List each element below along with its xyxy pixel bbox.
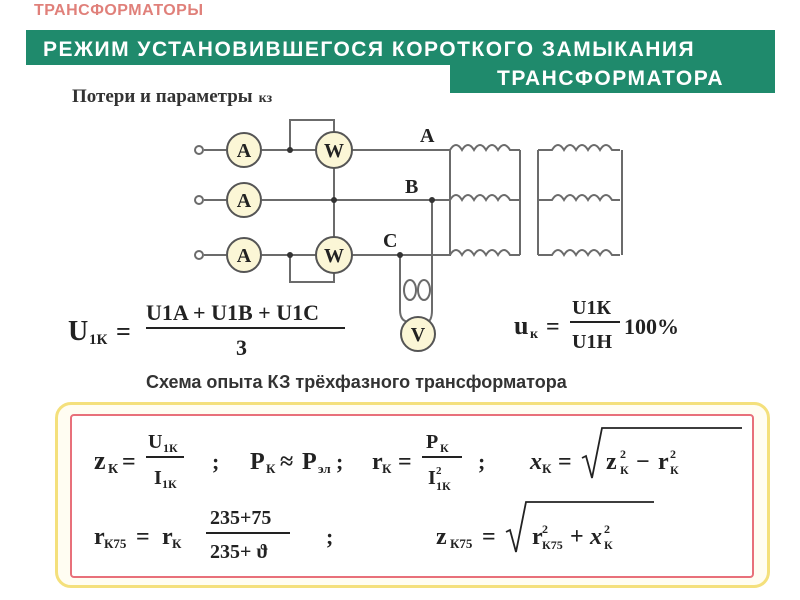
- svg-text:−: −: [636, 449, 650, 475]
- svg-text:2: 2: [436, 465, 442, 477]
- svg-text:1К: 1К: [89, 332, 108, 348]
- svg-text:К75: К75: [542, 538, 563, 552]
- svg-text:=: =: [122, 449, 136, 475]
- terminal-c: [194, 250, 204, 260]
- svg-text:2: 2: [542, 522, 548, 536]
- subtitle-main: Потери и параметры: [72, 86, 253, 107]
- svg-text:U: U: [68, 316, 88, 347]
- phase-label-a: A: [420, 125, 435, 147]
- svg-text:=: =: [116, 317, 131, 346]
- svg-text:x: x: [589, 524, 602, 550]
- svg-text:A: A: [237, 140, 252, 162]
- formula-uk: u к = U1К U1Н 100%: [514, 297, 679, 353]
- category-label: ТРАНСФОРМАТОРЫ: [34, 2, 204, 19]
- svg-text:r: r: [162, 524, 173, 550]
- svg-text:U1К: U1К: [572, 297, 611, 319]
- svg-text:I: I: [428, 467, 436, 489]
- svg-text:P: P: [426, 431, 438, 453]
- svg-text:+: +: [570, 524, 584, 550]
- svg-text:1К: 1К: [436, 479, 451, 493]
- svg-text:235+75: 235+75: [210, 507, 271, 529]
- svg-text:эл: эл: [318, 461, 331, 476]
- svg-text:U1A + U1B + U1C: U1A + U1B + U1C: [146, 300, 319, 325]
- svg-text:U: U: [148, 431, 162, 453]
- diagram-caption: Схема опыта КЗ трёхфазного трансформатор…: [146, 372, 567, 392]
- section-subtitle: Потери и параметры кз: [72, 86, 272, 108]
- phase-label-b: B: [405, 176, 418, 198]
- formula-u1k: U 1К = U1A + U1B + U1C 3: [68, 300, 345, 360]
- svg-text:r: r: [532, 524, 543, 550]
- svg-text:К75: К75: [104, 536, 127, 551]
- svg-text:К: К: [172, 536, 182, 551]
- formula-rk: r К = P К I 2 1К ;: [372, 431, 485, 493]
- svg-text:z: z: [94, 446, 106, 475]
- svg-text:A: A: [237, 190, 252, 212]
- wattmeter-c: W: [315, 236, 353, 274]
- ammeter-c: A: [226, 237, 262, 273]
- svg-text:=: =: [398, 449, 412, 475]
- svg-text:z: z: [436, 524, 447, 550]
- formula-zk: z К = U 1К I 1К ;: [94, 431, 219, 491]
- svg-text:К: К: [266, 461, 276, 476]
- svg-text:1К: 1К: [163, 441, 178, 455]
- svg-text:P: P: [302, 449, 317, 475]
- formula-pk: P К ≈ P эл ;: [250, 449, 343, 476]
- formula-zk75: z К75 = r 2 К75 + x 2 К: [436, 501, 654, 553]
- svg-text:V: V: [411, 324, 426, 346]
- svg-text:;: ;: [212, 449, 219, 474]
- formula-box: z К = U 1К I 1К ; P К ≈ P эл ; r К = P К…: [94, 427, 742, 563]
- svg-text:2: 2: [620, 447, 626, 461]
- svg-text:=: =: [558, 449, 572, 475]
- svg-text:=: =: [482, 524, 496, 550]
- svg-text:К: К: [440, 441, 449, 455]
- svg-text:r: r: [94, 524, 105, 550]
- svg-text:≈: ≈: [280, 449, 293, 475]
- svg-text:;: ;: [478, 449, 485, 474]
- svg-text:x: x: [529, 449, 542, 475]
- formula-frame-inner: [70, 414, 754, 578]
- ammeter-a: A: [226, 132, 262, 168]
- banner-shape: [26, 30, 775, 93]
- svg-text:к: к: [530, 327, 539, 342]
- svg-text:;: ;: [336, 449, 343, 474]
- svg-text:К: К: [382, 461, 392, 476]
- svg-text:1К: 1К: [162, 477, 177, 491]
- subtitle-suffix: кз: [258, 91, 273, 106]
- svg-text:=: =: [546, 314, 560, 340]
- svg-text:235+ ϑ: 235+ ϑ: [210, 541, 268, 563]
- svg-text:К: К: [542, 461, 552, 476]
- svg-text:r: r: [372, 449, 383, 475]
- svg-text:W: W: [324, 245, 344, 267]
- svg-text:W: W: [324, 140, 344, 162]
- svg-text:К: К: [620, 463, 629, 477]
- svg-text:=: =: [136, 524, 150, 550]
- formula-xk: x К = z 2 К − r 2 К: [529, 427, 742, 479]
- svg-text:A: A: [237, 245, 252, 267]
- svg-text:2: 2: [670, 447, 676, 461]
- svg-text:U1Н: U1Н: [572, 331, 612, 353]
- title-banner: [26, 30, 775, 93]
- svg-text:К: К: [108, 462, 119, 477]
- svg-text:К: К: [670, 463, 679, 477]
- formula-rk75: r К75 = r К 235+75 235+ ϑ ;: [94, 507, 333, 563]
- svg-text:100%: 100%: [624, 314, 679, 339]
- wattmeter-a: W: [315, 131, 353, 169]
- svg-text:r: r: [658, 449, 669, 475]
- svg-text:2: 2: [604, 522, 610, 536]
- terminal-b: [194, 195, 204, 205]
- svg-text:К75: К75: [450, 536, 473, 551]
- phase-label-c: C: [383, 230, 397, 252]
- ammeter-b: A: [226, 182, 262, 218]
- svg-text:;: ;: [326, 524, 333, 549]
- terminal-a: [194, 145, 204, 155]
- svg-text:u: u: [514, 311, 528, 340]
- svg-text:К: К: [604, 538, 613, 552]
- svg-text:P: P: [250, 449, 265, 475]
- voltmeter: V: [400, 316, 436, 352]
- svg-text:3: 3: [236, 335, 247, 360]
- svg-text:I: I: [154, 467, 162, 489]
- svg-text:z: z: [606, 449, 617, 475]
